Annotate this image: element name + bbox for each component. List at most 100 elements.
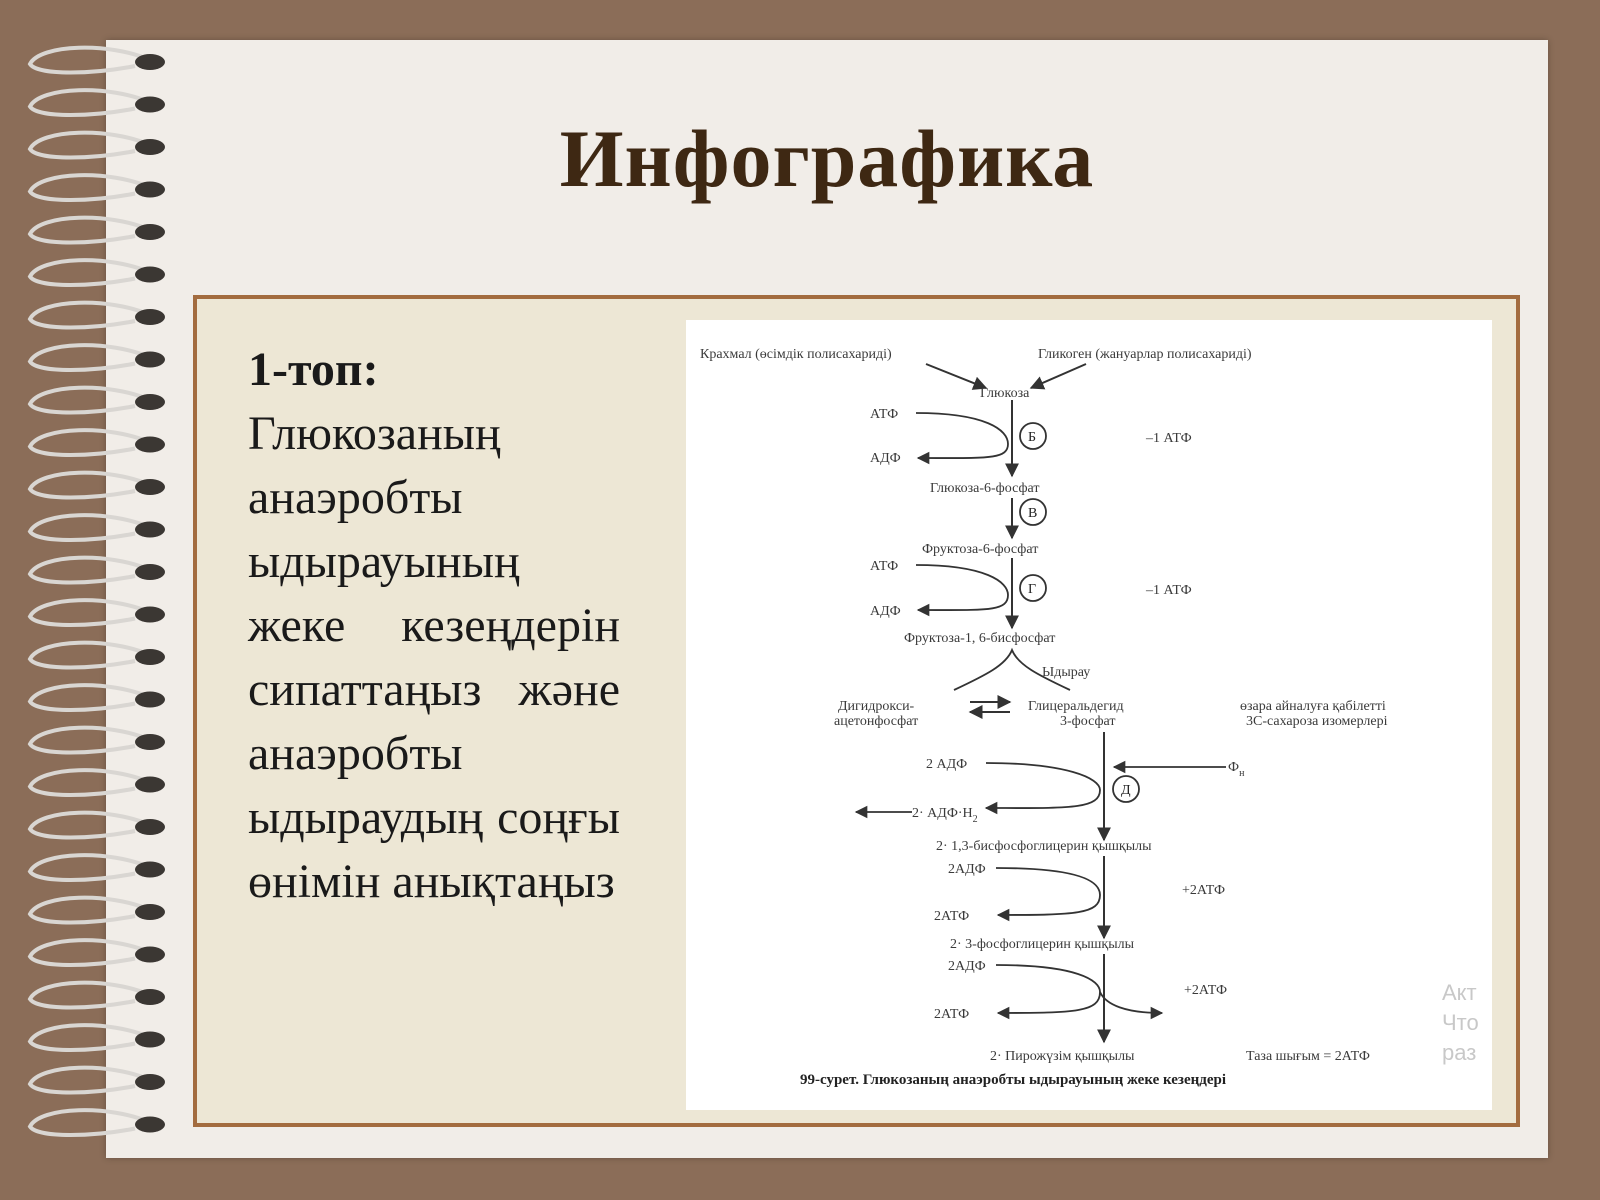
- task-description: Глюкозаның анаэробты ыдырауының жеке кез…: [248, 407, 620, 908]
- label-dhap-1: Дигидрокси-: [838, 699, 915, 714]
- binding-hole: [135, 649, 165, 665]
- binding-hole: [135, 564, 165, 580]
- label-atf-2: АТФ: [870, 559, 898, 574]
- arc-atf-adf-2: [915, 564, 1009, 617]
- label-pi: Фн: [1228, 760, 1245, 779]
- binding-ring: [27, 513, 151, 542]
- binding-ring: [27, 343, 151, 372]
- binding-ring: [27, 130, 151, 160]
- binding-hole: [135, 266, 165, 283]
- binding-hole: [135, 776, 165, 793]
- binding-ring: [27, 683, 151, 712]
- binding-ring: [27, 470, 151, 500]
- label-f16bp: Фруктоза-1, 6-бисфосфат: [904, 631, 1055, 646]
- binding-ring: [27, 215, 151, 245]
- binding-ring: [27, 895, 151, 925]
- binding-ring: [27, 45, 151, 75]
- binding-hole: [135, 946, 165, 963]
- label-f6p: Фруктоза-6-фосфат: [922, 542, 1038, 557]
- binding-ring: [27, 938, 151, 967]
- label-starch: Крахмал (өсімдік полисахариді): [700, 347, 892, 362]
- binding-hole: [135, 54, 165, 70]
- binding-ring: [27, 980, 151, 1010]
- binding-ring: [27, 385, 151, 415]
- task-text-block: 1-топ: Глюкозаның анаэробты ыдырауының ж…: [248, 338, 620, 914]
- glycolysis-diagram: Крахмал (өсімдік полисахариді) Гликоген …: [686, 320, 1492, 1110]
- binding-hole: [135, 351, 165, 368]
- binding-hole: [135, 1074, 165, 1090]
- binding-hole: [135, 181, 165, 198]
- watermark-line-1: Акт: [1442, 980, 1477, 1005]
- binding-hole: [135, 904, 165, 920]
- arc-water-out: [1099, 991, 1164, 1020]
- binding-ring: [27, 428, 151, 457]
- watermark-line-2: Что: [1442, 1010, 1479, 1035]
- label-two-atf-1: 2АТФ: [934, 909, 969, 924]
- arc-nad: [984, 762, 1101, 815]
- label-two-adf: 2 АДФ: [926, 757, 967, 772]
- arc-atf-adf-1: [915, 412, 1009, 465]
- binding-ring: [27, 173, 151, 202]
- binding-hole: [135, 819, 165, 835]
- binding-hole: [135, 479, 165, 495]
- enzyme-circle-d: [1112, 775, 1140, 803]
- watermark-line-3: раз: [1442, 1040, 1477, 1065]
- label-two-atf-2: 2АТФ: [934, 1007, 969, 1022]
- label-split: Ыдырау: [1042, 665, 1090, 680]
- binding-hole: [135, 436, 165, 453]
- binding-ring: [27, 768, 151, 797]
- enzyme-circle-v: [1019, 498, 1047, 526]
- label-gap-2: 3-фосфат: [1060, 714, 1116, 729]
- label-gap-1: Глицеральдегид: [1028, 699, 1124, 714]
- label-two-adf-3: 2АДФ: [948, 959, 986, 974]
- activation-watermark: Акт Что раз: [1442, 978, 1490, 1078]
- label-pyruvate: 2· Пирожүзім қышқылы: [990, 1049, 1135, 1064]
- label-adf-2: АДФ: [870, 604, 901, 619]
- binding-ring: [27, 300, 151, 330]
- label-two-adfh2: 2· АДФ·Н2: [912, 806, 978, 825]
- binding-ring: [27, 258, 151, 287]
- binding-hole: [135, 309, 165, 325]
- binding-hole: [135, 139, 165, 155]
- label-minus-atf-2: –1 АТФ: [1145, 583, 1192, 598]
- binding-ring: [27, 1023, 151, 1052]
- binding-hole: [135, 1116, 165, 1133]
- binding-ring: [27, 598, 151, 627]
- label-atf-1: АТФ: [870, 407, 898, 422]
- label-adf-1: АДФ: [870, 451, 901, 466]
- binding-hole: [135, 861, 165, 878]
- binding-hole: [135, 691, 165, 708]
- arrow-glycogen: [1029, 363, 1087, 390]
- enzyme-g-letter: Г: [1028, 582, 1036, 597]
- split-fork: [953, 647, 1071, 691]
- binding-hole: [135, 394, 165, 410]
- spiral-binding: [27, 45, 165, 1137]
- binding-ring: [27, 725, 151, 755]
- arc-atf-4: [995, 964, 1101, 1020]
- label-bpg: 2· 1,3-бисфосфоглицерин қышқылы: [936, 839, 1152, 854]
- slide-title: Инфографика: [559, 113, 1095, 204]
- arc-atf-3: [995, 867, 1101, 922]
- binding-hole: [135, 734, 165, 750]
- binding-hole: [135, 606, 165, 623]
- binding-ring: [27, 810, 151, 840]
- binding-ring: [27, 88, 151, 117]
- label-minus-atf-1: –1 АТФ: [1145, 431, 1192, 446]
- binding-hole: [135, 1031, 165, 1048]
- binding-ring: [27, 1108, 151, 1137]
- binding-ring: [27, 853, 151, 882]
- arrow-starch: [925, 363, 988, 390]
- label-glucose: Глюкоза: [980, 386, 1030, 401]
- enzyme-circle-g: [1019, 574, 1047, 602]
- glycolysis-diagram-svg: Крахмал (өсімдік полисахариді) Гликоген …: [700, 347, 1388, 1088]
- binding-hole: [135, 224, 165, 240]
- binding-hole: [135, 521, 165, 538]
- enzyme-d-letter: Д: [1121, 783, 1131, 798]
- label-dhap-2: ацетонфосфат: [834, 714, 918, 729]
- label-note-1: өзара айналуға қабілетті: [1240, 699, 1386, 714]
- binding-hole: [135, 96, 165, 113]
- label-two-adf-2: 2АДФ: [948, 862, 986, 877]
- label-note-2: 3С-сахароза изомерлері: [1246, 714, 1388, 729]
- enzyme-v-letter: В: [1028, 506, 1037, 521]
- label-glycogen: Гликоген (жануарлар полисахариді): [1038, 347, 1252, 362]
